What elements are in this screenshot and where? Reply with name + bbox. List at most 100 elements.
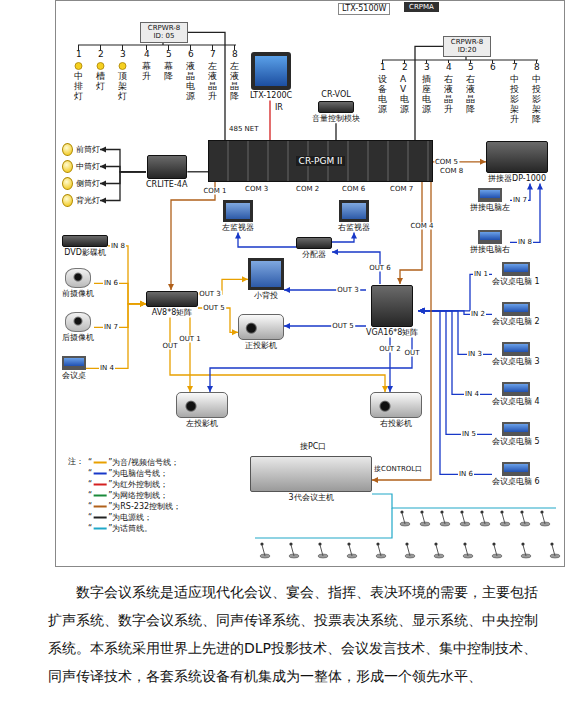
microphone-stem	[349, 545, 352, 556]
output-label: 幕升	[142, 62, 151, 82]
device-label: 会议桌电脑 1	[492, 277, 540, 287]
device-icon	[478, 230, 502, 244]
device-node: 前摄像机	[62, 268, 94, 299]
device-node: LTX-5100W	[338, 3, 390, 15]
device-icon	[318, 101, 354, 113]
callout-label: 485 NET	[229, 126, 259, 134]
connector	[418, 274, 492, 314]
legend-entry: “ ”为网络控制线；	[88, 491, 168, 501]
device-label: CR-PGM II	[296, 156, 346, 167]
device-label: 左投影机	[186, 419, 218, 429]
legend-entry: “ ”为话筒线。	[88, 524, 152, 534]
callout-label: 7	[210, 50, 216, 60]
device-icon	[223, 200, 253, 222]
device-icon	[486, 141, 548, 173]
device-label: 前筒灯	[76, 145, 100, 155]
signal-label: OUT	[404, 349, 421, 356]
device-node: 侧筒灯	[62, 177, 100, 190]
device-label: LTX-5100W	[342, 4, 386, 14]
device-node: 右投影机	[370, 392, 422, 429]
device-label: CR-VOL	[321, 90, 350, 100]
output-label: 中投影架升	[510, 75, 519, 124]
device-icon	[502, 422, 530, 436]
connector	[108, 246, 146, 307]
callout-label: 6	[490, 63, 496, 73]
microphone-stem	[402, 513, 405, 524]
connector	[433, 159, 486, 165]
connector-line	[198, 308, 238, 332]
device-label: 会议桌电脑 2	[492, 317, 540, 327]
callout-label: 3	[424, 63, 430, 73]
connector	[100, 164, 146, 172]
connector	[207, 338, 412, 392]
device-node: 会议桌电脑 6	[492, 462, 540, 487]
connector-line	[86, 304, 146, 369]
connector-line	[94, 304, 146, 328]
signal-label: IN 1	[473, 271, 489, 278]
device-node: 会议桌电脑 4	[492, 382, 540, 407]
connector-line	[94, 283, 146, 304]
device-icon	[478, 188, 502, 202]
caption-text: 数字会议系统是适应现代化会议、宴会、指挥、表决环境的需要，主要包括扩声系统、数字…	[48, 578, 540, 690]
signal-label: OUT	[162, 343, 179, 350]
signal-label: IN 6	[458, 471, 474, 478]
connector-line	[418, 311, 492, 355]
legend-entry: “ ”为电脑信号线；	[88, 469, 168, 479]
arrow-head	[100, 147, 106, 153]
output-label: 右液晶升	[444, 75, 453, 115]
microphone-head	[260, 542, 263, 545]
connector-line	[108, 246, 146, 304]
device-node: CRPWR-8 ID: 05	[140, 22, 188, 43]
arrow-head	[100, 164, 106, 170]
legend-entry: “ ”为红外控制线；	[88, 480, 168, 490]
device-label: VGA16*8矩阵	[366, 328, 418, 338]
microphone-stem	[320, 545, 323, 556]
device-label: 分配器	[302, 250, 326, 260]
device-node: 后摄像机	[62, 312, 94, 343]
device-node: 前筒灯	[62, 143, 100, 156]
output-label: 顶架灯	[118, 72, 127, 102]
device-node: 中筒灯	[62, 160, 100, 173]
callout-label: 4	[446, 63, 452, 73]
arrow-head	[100, 181, 106, 187]
microphone-stem	[522, 513, 525, 524]
output-label: 槽灯	[96, 72, 105, 92]
output-label: 中排灯	[74, 72, 83, 102]
connector	[100, 172, 146, 187]
device-label: 3代会议主机	[288, 493, 333, 503]
microphone-head	[460, 510, 463, 513]
signal-label: OUT 3	[336, 287, 360, 294]
arrow-head	[168, 284, 174, 290]
output-label: 右液晶降	[466, 75, 475, 115]
microphone-stem	[262, 545, 265, 556]
device-label: 拼接电脑右	[470, 245, 510, 255]
connector-line	[100, 150, 146, 172]
device-icon	[248, 258, 284, 290]
device-node: 会议桌电脑 2	[492, 302, 540, 327]
device-node: 正投影机	[238, 314, 284, 351]
microphone-head	[520, 510, 523, 513]
connector	[187, 171, 208, 172]
connector	[418, 308, 492, 475]
device-label: CRPWR-8 ID:20	[446, 38, 488, 55]
device-label: 会议桌电脑 5	[492, 437, 540, 447]
device-icon	[250, 456, 372, 492]
device-icon	[502, 262, 530, 276]
arrow-head	[372, 477, 378, 483]
output-label: AV电源	[400, 75, 409, 115]
connector	[94, 301, 146, 328]
connector	[332, 233, 357, 242]
output-label: 幕降	[164, 62, 173, 82]
signal-label: OUT 3	[198, 291, 222, 298]
device-icon	[147, 155, 187, 179]
signal-label: IN 8	[110, 242, 126, 249]
arrow-head	[527, 184, 533, 190]
connector	[270, 101, 271, 140]
signal-label: OUT 5	[202, 305, 226, 312]
microphone-head	[420, 510, 423, 513]
microphone-stem	[542, 513, 545, 524]
arrow-head	[284, 287, 290, 293]
device-icon	[238, 314, 284, 340]
